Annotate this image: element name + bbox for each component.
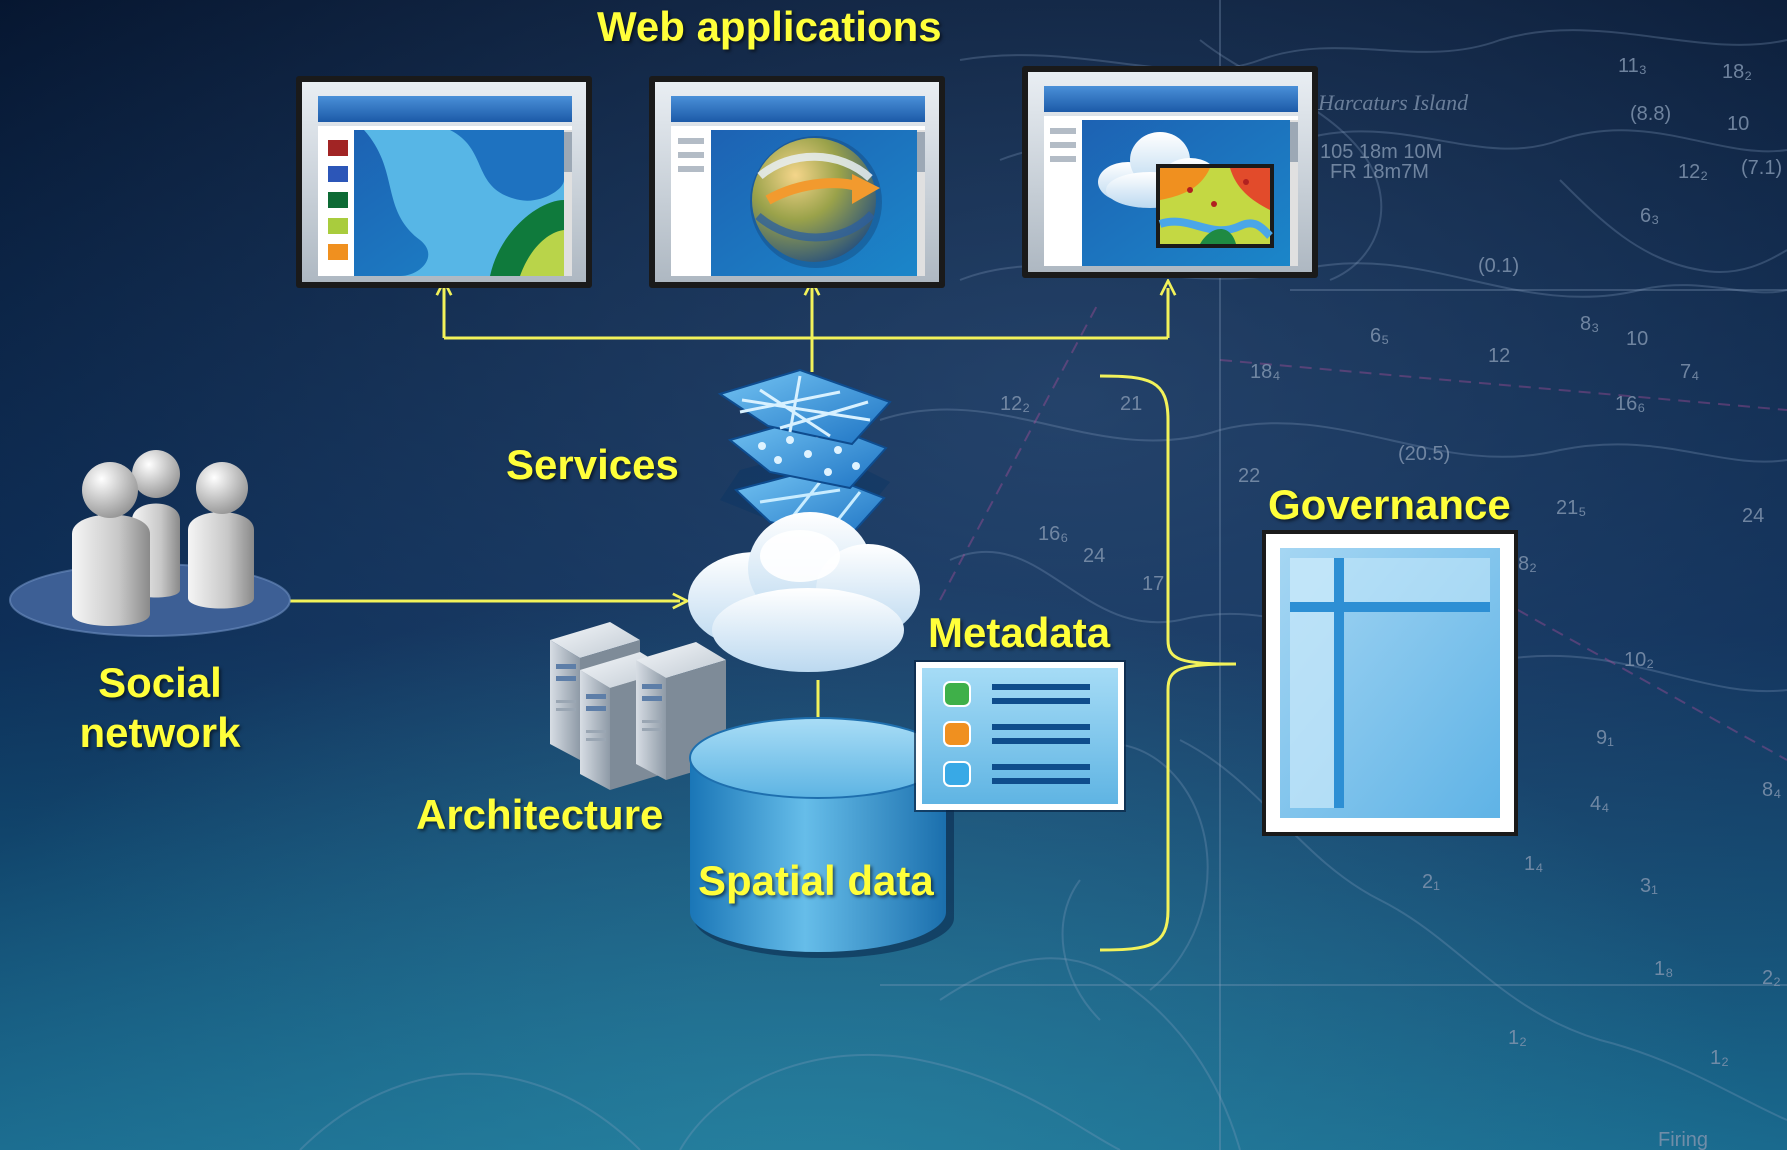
label-spatial-data: Spatial data	[698, 857, 934, 904]
sounding-1: 18₂	[1722, 61, 1752, 83]
thematic-map-icon	[1156, 164, 1274, 248]
sounding-7: 10	[1626, 328, 1648, 350]
label-metadata: Metadata	[928, 609, 1111, 656]
chart-annotation-1: FR 18m7M	[1330, 161, 1429, 183]
sounding-18: 24	[1083, 545, 1105, 567]
sounding-30: 1₄	[1524, 853, 1543, 875]
chart-soundings: 11₃ 18₂ (8.8) 10 12₂ (7.1) 6₃ 10 7₄ 16₆ …	[1000, 55, 1782, 1150]
sounding-20: (20.5)	[1398, 443, 1450, 465]
label-architecture: Architecture	[416, 791, 664, 838]
island-name: Harcaturs Island	[1317, 90, 1469, 115]
services-stacked-layers-icon	[717, 368, 892, 540]
label-services: Services	[506, 441, 679, 488]
sounding-14: 12₂	[1000, 393, 1030, 415]
sounding-16: 22	[1238, 465, 1260, 487]
sounding-15: 21	[1120, 393, 1142, 415]
sounding-22: 24	[1742, 505, 1764, 527]
sounding-31: 1₈	[1654, 958, 1673, 980]
sounding-19: 17	[1142, 573, 1164, 595]
sounding-29: 2₁	[1422, 871, 1440, 893]
sounding-10: 12	[1488, 345, 1510, 367]
sounding-9: 16₆	[1615, 393, 1645, 415]
label-governance: Governance	[1268, 481, 1511, 528]
sounding-5: (7.1)	[1741, 157, 1782, 179]
web-app-window-cloud	[1022, 66, 1318, 278]
sounding-4: 12₂	[1678, 161, 1708, 183]
governance-brace	[1099, 374, 1237, 952]
sounding-0: 11₃	[1618, 55, 1647, 77]
sounding-27: 4₄	[1590, 793, 1609, 815]
sounding-34: 1₂	[1710, 1047, 1729, 1069]
cloud-icon	[688, 512, 920, 672]
user-group-icon	[9, 450, 291, 637]
chart-boundary-lines	[939, 299, 1787, 761]
sounding-24: 10₂	[1624, 649, 1654, 671]
sounding-6: 6₃	[1640, 205, 1659, 227]
sounding-26: 8₄	[1762, 779, 1781, 801]
connectors	[290, 288, 1237, 952]
sounding-35: 18₄	[1250, 361, 1280, 383]
sounding-28: 3₁	[1640, 875, 1658, 897]
label-web-applications: Web applications	[597, 3, 942, 50]
sounding-21: 21₅	[1556, 497, 1586, 519]
sounding-12: 8₃	[1580, 313, 1599, 335]
sounding-3: 10	[1727, 113, 1749, 135]
sounding-23: 8₂	[1518, 553, 1537, 575]
sounding-2: (8.8)	[1630, 103, 1671, 125]
sounding-32: 2₂	[1762, 967, 1781, 989]
web-app-window-globe	[649, 76, 945, 288]
label-social-network: Social network	[79, 659, 241, 757]
sounding-33: 1₂	[1508, 1027, 1527, 1049]
chart-annotation-0: 105 18m 10M	[1320, 141, 1442, 163]
sounding-25: 9₁	[1596, 727, 1614, 749]
sounding-11: (0.1)	[1478, 255, 1519, 277]
governance-document-icon	[1262, 530, 1518, 836]
sounding-17: 16₆	[1038, 523, 1068, 545]
chart-annotation-2: Firing	[1658, 1129, 1708, 1150]
sounding-13: 6₅	[1370, 325, 1389, 347]
metadata-list-icon	[914, 660, 1126, 812]
sounding-8: 7₄	[1680, 361, 1699, 383]
web-app-window-map	[296, 76, 592, 288]
database-cylinder-icon	[689, 717, 954, 958]
